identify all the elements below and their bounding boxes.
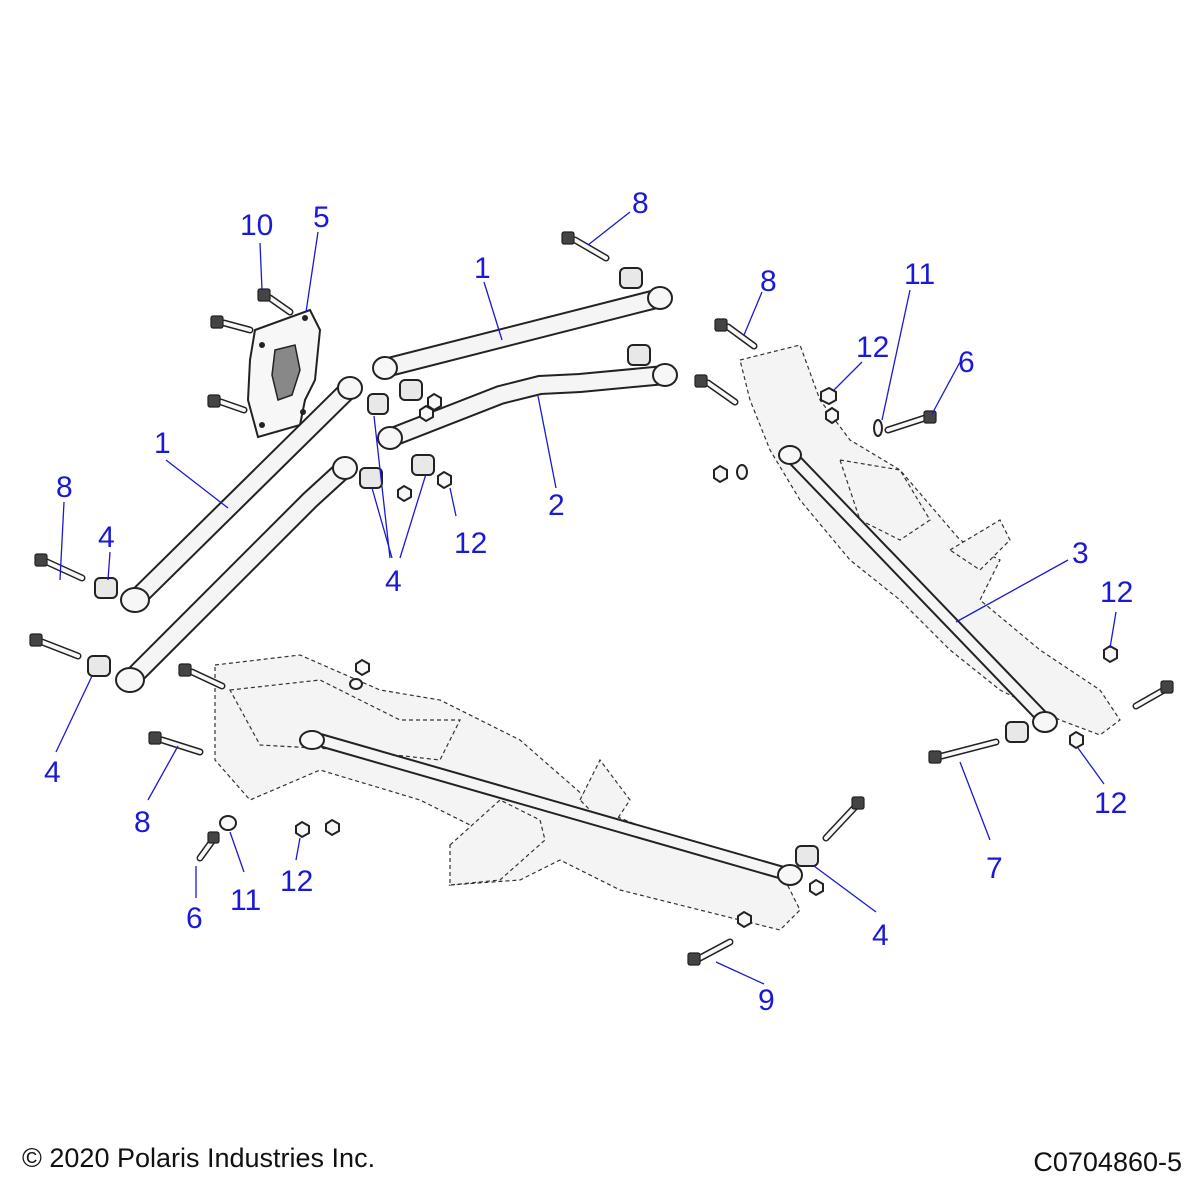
callout-12-far-right: 12 xyxy=(1100,576,1133,609)
bolt-8-lower xyxy=(148,731,204,756)
callout-3: 3 xyxy=(1072,537,1089,570)
upper-control-arm-left xyxy=(120,376,363,613)
bolt-8-left-upper xyxy=(34,553,86,582)
bolt-6-right xyxy=(884,410,937,434)
bolt-left-lower xyxy=(29,633,82,660)
figure-id: C0704860-5 xyxy=(1033,1147,1182,1177)
bolt-plate-lower xyxy=(207,394,248,414)
callout-2: 2 xyxy=(548,489,565,522)
lower-control-arm-curved xyxy=(377,363,678,450)
callout-8-top: 8 xyxy=(632,187,649,220)
callout-12-center: 12 xyxy=(454,527,487,560)
callout-9: 9 xyxy=(758,984,775,1017)
bolt-8-right xyxy=(714,318,758,350)
callout-5: 5 xyxy=(313,201,330,234)
callout-12-lower-left: 12 xyxy=(280,865,313,898)
callout-6-left: 6 xyxy=(186,902,203,935)
callout-labels: 10 5 8 1 8 12 11 6 1 2 8 4 12 4 3 12 4 8… xyxy=(44,187,1133,1017)
bolts xyxy=(29,231,1174,966)
callout-8-left: 8 xyxy=(56,471,73,504)
nuts-and-washers xyxy=(219,386,1118,929)
callout-10: 10 xyxy=(240,209,273,242)
callout-12-right-top: 12 xyxy=(856,331,889,364)
bolt-right-end xyxy=(1132,680,1174,710)
callout-6-right: 6 xyxy=(958,346,975,379)
bolt-right-upper xyxy=(694,374,739,406)
callout-8-right: 8 xyxy=(760,265,777,298)
copyright-notice: © 2020 Polaris Industries Inc. xyxy=(22,1143,376,1173)
callout-11-left: 11 xyxy=(230,884,261,917)
callout-11-right: 11 xyxy=(904,258,935,291)
callout-12-lower-right: 12 xyxy=(1094,787,1127,820)
bolt-10 xyxy=(257,288,294,316)
bushings xyxy=(87,267,1029,867)
ghost-trailing-arm-right xyxy=(739,344,1121,736)
tie-rod-right xyxy=(778,445,1058,733)
callout-4-lower-right: 4 xyxy=(872,919,889,952)
callout-4-left-bottom: 4 xyxy=(44,756,61,789)
tie-rod-lower xyxy=(299,730,803,886)
callout-1-top: 1 xyxy=(474,252,491,285)
callout-4-center: 4 xyxy=(385,565,402,598)
bolt-frame-left xyxy=(178,663,226,690)
callout-4-left-top: 4 xyxy=(98,521,115,554)
mounting-plate xyxy=(246,308,322,439)
leader-lines xyxy=(55,211,1117,985)
lower-control-arm-left xyxy=(115,456,358,693)
upper-control-arm-right xyxy=(372,286,673,380)
callout-1-left: 1 xyxy=(154,427,171,460)
bolt-8-top xyxy=(561,231,610,262)
bolt-7 xyxy=(928,738,1000,764)
callout-8-lower: 8 xyxy=(134,806,151,839)
bolt-plate-upper xyxy=(210,315,254,334)
bolt-lower-right-vertical xyxy=(822,796,865,842)
callout-7: 7 xyxy=(986,852,1003,885)
bolt-9 xyxy=(687,938,734,966)
bolt-6-left xyxy=(196,831,220,862)
